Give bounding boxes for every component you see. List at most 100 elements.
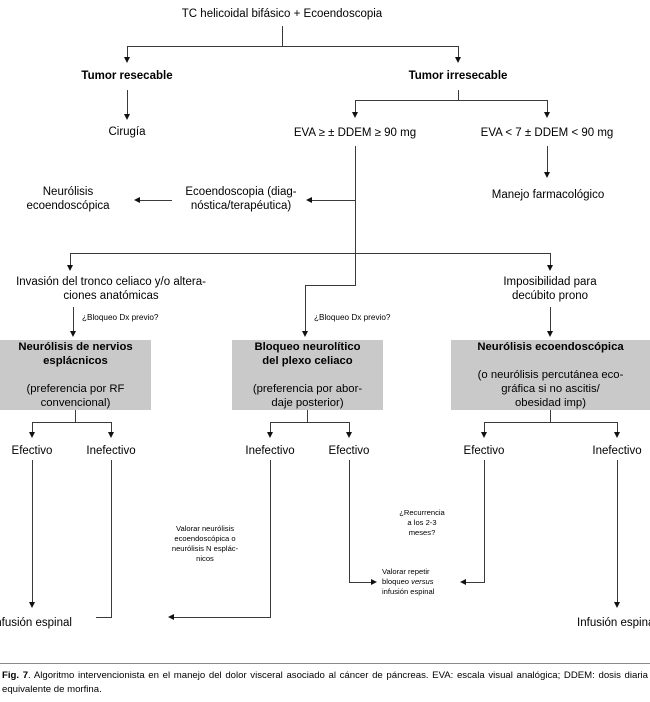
connector-invasion-to-box1 bbox=[73, 307, 74, 333]
arrowhead-b2-into-infusion bbox=[168, 613, 174, 620]
arrowhead-right-infusion bbox=[614, 602, 620, 608]
arrowhead-to-irresecable bbox=[455, 57, 461, 63]
arrowhead-to-invasion-tronco bbox=[67, 265, 73, 271]
arrowhead-box2-efectivo bbox=[346, 432, 352, 438]
connector-box1-left-leg bbox=[32, 422, 33, 434]
valorar-repetir-versus: versus bbox=[411, 576, 434, 586]
outcome-box2-efectivo: Efectivo bbox=[328, 445, 370, 457]
box-neurolisis-ecoendoscopica: Neurólisis ecoendoscópica (o neurólisis … bbox=[451, 340, 650, 410]
connector-main-distribution-bar bbox=[70, 253, 550, 254]
connector-b1-inefectivo-down bbox=[111, 460, 112, 617]
connector-box3-left-leg bbox=[484, 422, 485, 434]
connector-box2-right-leg bbox=[349, 422, 350, 434]
label-bloqueo-dx-previo-2: ¿Bloqueo Dx previo? bbox=[314, 313, 391, 322]
arrowhead-to-eva-low bbox=[544, 112, 550, 118]
valorar-repetir-line1: Valorar repetir bbox=[382, 567, 430, 576]
box1-heading: Neurólisis de nervios esplácnicos bbox=[18, 340, 133, 367]
arrowhead-to-ecoendoscopia bbox=[306, 196, 312, 203]
connector-spine-jog bbox=[305, 285, 356, 286]
connector-eva-split bbox=[355, 100, 547, 101]
outcome-box3-efectivo: Efectivo bbox=[463, 445, 505, 457]
connector-box1-right-leg bbox=[111, 422, 112, 434]
outcome-box3-inefectivo: Inefectivo bbox=[592, 445, 642, 457]
arrowhead-to-resecable bbox=[124, 57, 130, 63]
node-tumor-resecable: Tumor resecable bbox=[81, 70, 173, 82]
annotation-recurrencia: ¿Recurrencia a los 2-3 meses? bbox=[399, 508, 445, 537]
node-root: TC helicoidal bifásico + Ecoendoscopia bbox=[181, 8, 383, 20]
connector-b1-efectivo-down bbox=[32, 460, 33, 604]
arrowhead-to-manejo bbox=[544, 172, 550, 178]
valorar-repetir-line3: infusión espinal bbox=[382, 586, 435, 596]
arrowhead-box3-inefectivo bbox=[614, 432, 620, 438]
arrowhead-to-box-bloqueo bbox=[302, 331, 308, 337]
node-ecoendoscopia-diagnostica: Ecoendoscopia (diag- nóstica/terapéutica… bbox=[185, 186, 297, 212]
box3-body: (o neurólisis percutánea eco- gráfica si… bbox=[477, 368, 624, 410]
connector-root-right-leg bbox=[458, 46, 459, 59]
outcome-box1-efectivo: Efectivo bbox=[11, 445, 53, 457]
arrowhead-left-infusion bbox=[29, 602, 35, 608]
connector-box2-left-leg bbox=[270, 422, 271, 434]
box-bloqueo-plexo-celiaco: Bloqueo neurolítico del plexo celiaco (p… bbox=[232, 340, 383, 410]
arrowhead-b3-into-valorar-repetir bbox=[460, 578, 466, 585]
connector-b3-efectivo-left bbox=[466, 582, 485, 583]
connector-imposibilidad-to-box3 bbox=[550, 307, 551, 333]
arrowhead-box1-efectivo bbox=[29, 432, 35, 438]
connector-box2-down bbox=[307, 410, 308, 422]
terminal-infusion-espinal-right: Infusión espinal bbox=[577, 617, 650, 629]
arrowhead-to-box1 bbox=[70, 331, 76, 337]
node-neurolisis-ecoendoscopica-text: Neurólisis ecoendoscópica bbox=[26, 186, 110, 212]
outcome-box1-inefectivo: Inefectivo bbox=[86, 445, 136, 457]
connector-dist-left-leg bbox=[70, 253, 71, 267]
connector-box3-down bbox=[550, 410, 551, 422]
connector-b3-efectivo-down bbox=[484, 460, 485, 582]
arrowhead-box1-inefectivo bbox=[108, 432, 114, 438]
valorar-repetir-line2a: bloqueo bbox=[382, 576, 412, 586]
connector-dist-right-leg bbox=[550, 253, 551, 267]
annotation-valorar-neurolisis: Valorar neurólisis ecoendoscópica o neur… bbox=[171, 524, 239, 563]
connector-root-left-leg bbox=[127, 46, 128, 59]
connector-b1-inefectivo-to-infusion bbox=[96, 617, 112, 618]
connector-eva-right-leg bbox=[547, 100, 548, 114]
connector-ecoendoscopia-to-neurolisis bbox=[140, 200, 172, 201]
box2-body: (preferencia por abor- daje posterior) bbox=[252, 383, 363, 410]
arrowhead-to-imposibilidad bbox=[547, 265, 553, 271]
connector-root-down bbox=[282, 26, 283, 46]
connector-b3-inefectivo-down bbox=[617, 460, 618, 604]
node-invasion-tronco: Invasión del tronco celiaco y/o altera- … bbox=[16, 276, 206, 302]
connector-box1-split bbox=[32, 422, 111, 423]
connector-spine-jog-down bbox=[305, 285, 306, 333]
box3-heading: Neurólisis ecoendoscópica bbox=[477, 340, 624, 353]
annotation-valorar-repetir: Valorar repetir bloqueo versus infusión … bbox=[382, 567, 472, 597]
connector-eva-left-leg bbox=[355, 100, 356, 114]
connector-b2-inefectivo-down bbox=[270, 460, 271, 617]
connector-b2-efectivo-right bbox=[349, 582, 372, 583]
connector-box1-down bbox=[75, 410, 76, 422]
figure-number: Fig. 7 bbox=[2, 670, 29, 681]
arrowhead-box3-efectivo bbox=[481, 432, 487, 438]
connector-box3-split bbox=[484, 422, 617, 423]
connector-b2-efectivo-down bbox=[349, 460, 350, 582]
caption-divider bbox=[0, 663, 650, 664]
arrowhead-to-eva-high bbox=[352, 112, 358, 118]
figure-caption: Fig. 7. Algoritmo intervencionista en el… bbox=[2, 669, 648, 697]
arrowhead-b2-into-valorar-repetir bbox=[371, 578, 377, 585]
outcome-box2-inefectivo: Inefectivo bbox=[245, 445, 295, 457]
arrowhead-box2-inefectivo bbox=[267, 432, 273, 438]
node-eva-high: EVA ≥ ± DDEM ≥ 90 mg bbox=[293, 127, 417, 139]
connector-spine-to-ecoendoscopia bbox=[312, 200, 355, 201]
terminal-infusion-espinal-left: Infusión espinal bbox=[0, 617, 72, 629]
connector-root-split bbox=[127, 46, 459, 47]
connector-resecable-cirugia bbox=[127, 90, 128, 116]
label-bloqueo-dx-previo-1: ¿Bloqueo Dx previo? bbox=[82, 313, 159, 322]
connector-irresecable-down bbox=[458, 90, 459, 100]
connector-box2-split bbox=[270, 422, 349, 423]
node-eva-low: EVA < 7 ± DDEM < 90 mg bbox=[480, 127, 614, 139]
box-neurolisis-esplacnicos: Neurólisis de nervios esplácnicos (prefe… bbox=[0, 340, 151, 410]
arrowhead-to-cirugia bbox=[124, 114, 130, 120]
node-manejo-farmacologico: Manejo farmacológico bbox=[491, 189, 605, 201]
node-cirugia: Cirugía bbox=[108, 126, 146, 138]
connector-b2-inefectivo-to-infusion bbox=[174, 617, 271, 618]
arrowhead-to-neurolisis-eco bbox=[134, 196, 140, 203]
arrowhead-to-box3 bbox=[547, 331, 553, 337]
connector-box3-right-leg bbox=[617, 422, 618, 434]
